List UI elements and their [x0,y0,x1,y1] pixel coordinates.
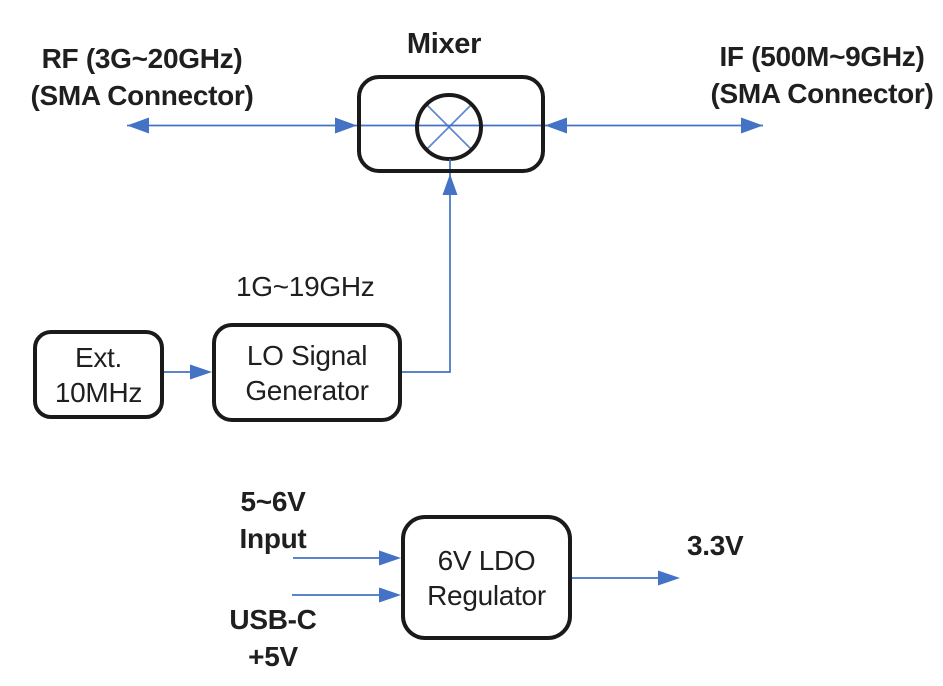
if-port-label: IF (500M~9GHz) (SMA Connector) [710,41,934,109]
power-input-label: 5~6V Input [239,486,307,554]
if-bidirectional-arrowheads [545,117,763,134]
ldo-output-arrow [572,570,680,586]
mixer-box [357,75,545,173]
usbc-arrow [292,587,401,603]
lo-frequency-label: 1G~19GHz [236,271,375,302]
usbc-input-label: USB-C +5V [229,604,317,672]
output-voltage-label: 3.3V [687,530,744,561]
mixer-title: Mixer [406,28,482,60]
rf-bidirectional-arrowheads [127,117,357,134]
ext-10mhz-box-label: Ext. 10MHz [54,341,143,408]
ldo-regulator-box-label: 6V LDO Regulator [427,544,546,611]
lo-signal-generator-box: LO Signal Generator [212,323,402,422]
ext-to-lo-arrow [164,364,212,380]
lo-to-mixer-connector [402,159,458,373]
rf-port-label: RF (3G~20GHz) (SMA Connector) [30,43,254,111]
ldo-regulator-box: 6V LDO Regulator [401,515,572,640]
mixer-symbol [415,93,483,161]
lo-signal-generator-box-label: LO Signal Generator [245,339,369,406]
vin-arrow [293,550,401,566]
mixer-symbol-circle [415,93,483,161]
ext-10mhz-box: Ext. 10MHz [33,330,164,419]
